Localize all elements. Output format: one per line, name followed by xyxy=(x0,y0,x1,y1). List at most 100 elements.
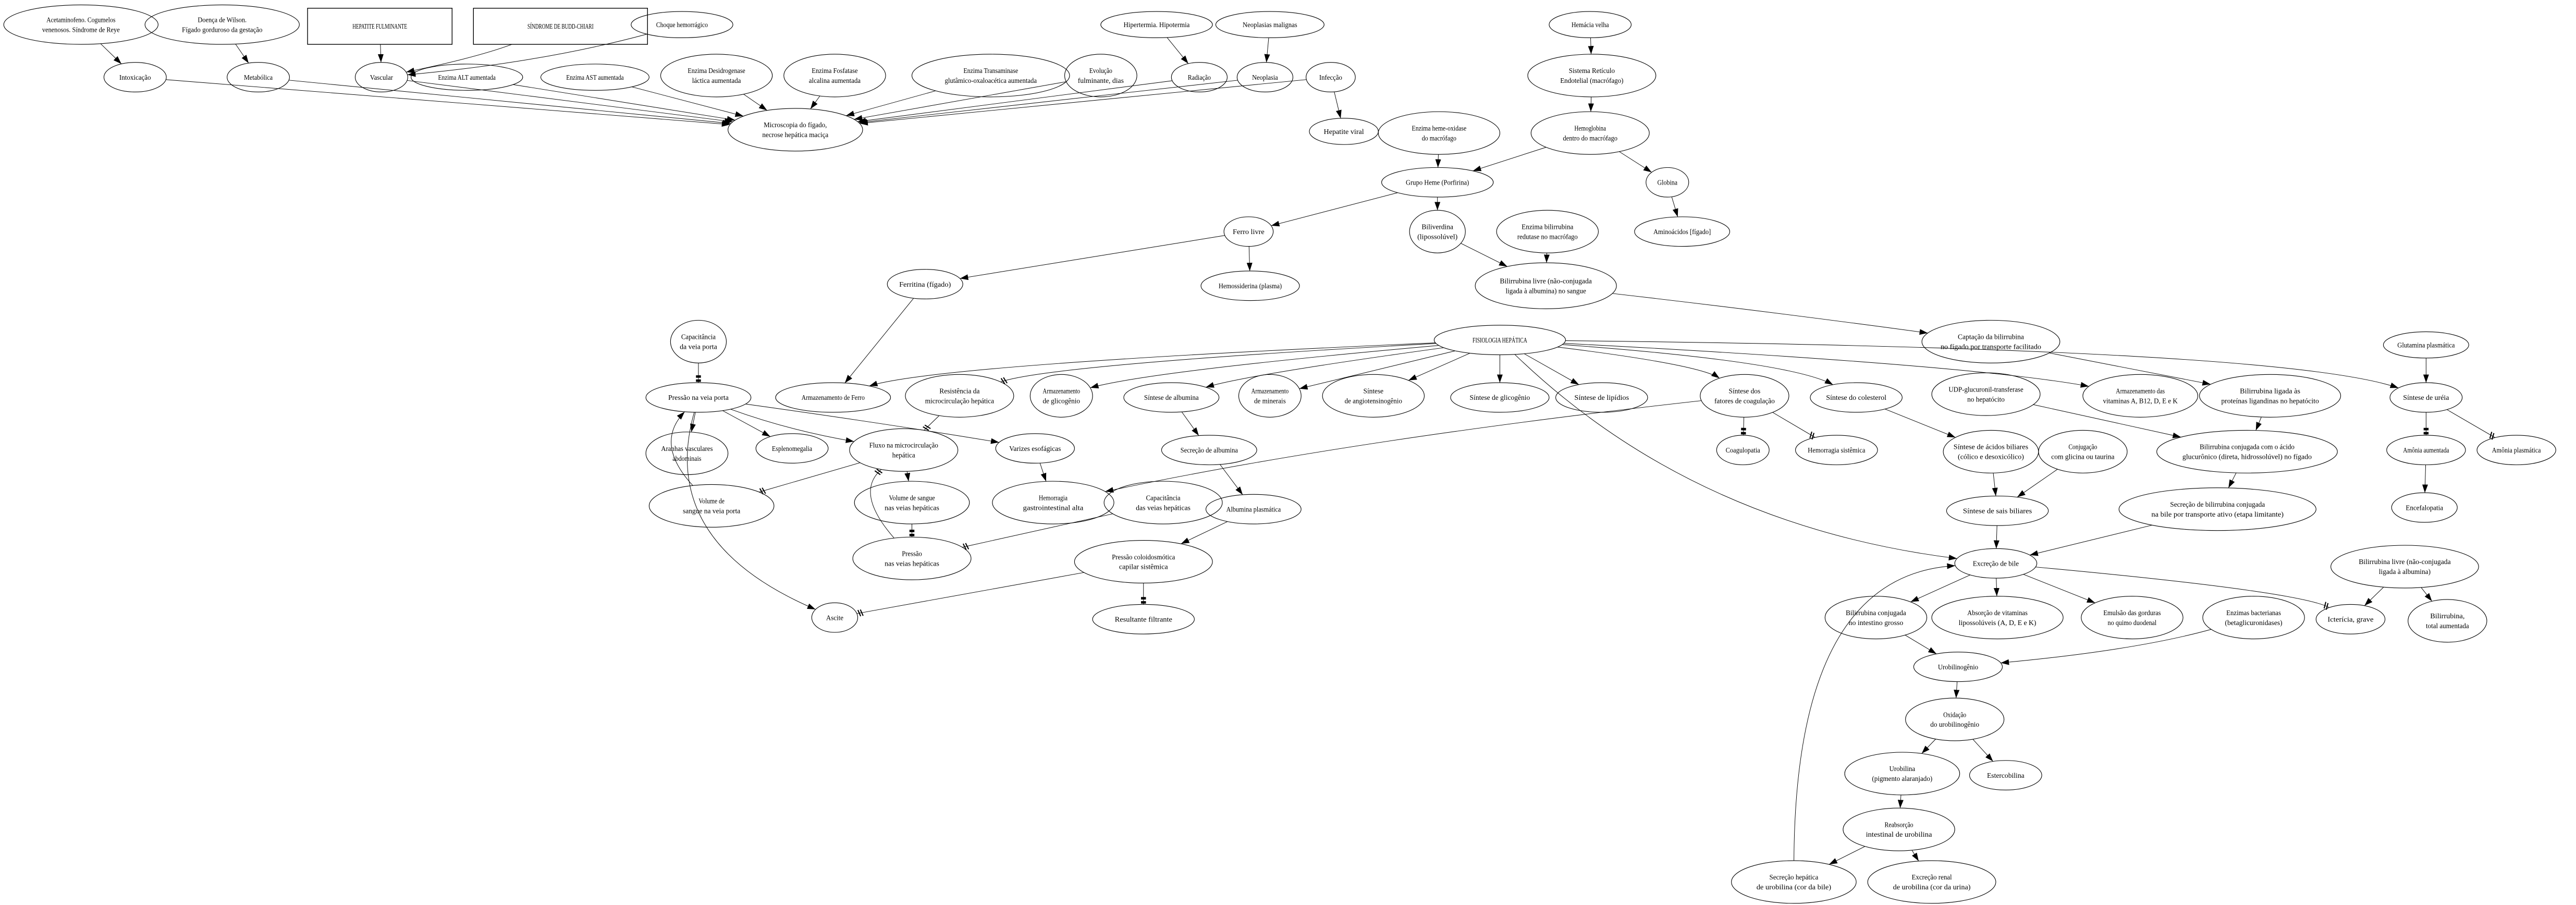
node-bconj[interactable]: Bilirrubina conjugada com o ácidoglucurô… xyxy=(2156,430,2338,473)
node-secalb[interactable]: Secreção de albumina xyxy=(1161,435,1257,466)
node-ascite[interactable]: Ascite xyxy=(811,602,858,633)
node-amaum[interactable]: Amônia aumentada xyxy=(2386,435,2466,466)
node-label: de minerais xyxy=(1254,397,1286,405)
node-hipert[interactable]: Hipertermia. Hipotermia xyxy=(1100,11,1213,39)
node-inf[interactable]: Infecção xyxy=(1306,62,1356,92)
node-hviral[interactable]: Hepatite viral xyxy=(1309,118,1379,145)
node-alt[interactable]: Enzima ALT aumentada xyxy=(411,64,523,91)
node-glut[interactable]: Glutamina plasmática xyxy=(2383,331,2469,359)
edge-ferro-to-ferrit xyxy=(960,235,1225,280)
node-intox[interactable]: Intoxicação xyxy=(103,62,167,92)
node-hemsist[interactable]: Hemorragia sistêmica xyxy=(1795,435,1878,466)
node-sais[interactable]: Síntese de sais biliares xyxy=(1946,495,2049,526)
node-excbile[interactable]: Excreção de bile xyxy=(1954,548,2038,579)
node-choque[interactable]: Choque hemorrágico xyxy=(631,11,733,39)
edge-cvh-to-pvh xyxy=(962,513,1113,550)
node-heme[interactable]: Grupo Heme (Porfirina) xyxy=(1381,167,1494,198)
node-biliv[interactable]: Biliverdina(lipossolúvel) xyxy=(1409,210,1466,253)
node-aferro[interactable]: Armazenamento de Ferro xyxy=(775,382,891,413)
node-fulm[interactable]: HEPATITE FULMINANTE xyxy=(307,8,453,45)
node-sglic[interactable]: Síntese de glicogênio xyxy=(1450,382,1550,413)
node-albpl[interactable]: Albumina plasmática xyxy=(1205,494,1302,524)
node-rad[interactable]: Radiação xyxy=(1171,62,1228,92)
node-esplen[interactable]: Esplenomegalia xyxy=(755,433,829,464)
node-ferro[interactable]: Ferro livre xyxy=(1223,216,1274,247)
node-vasc[interactable]: Vascular xyxy=(354,62,408,92)
node-label: (betaglicuronidases) xyxy=(2225,619,2282,627)
node-slip[interactable]: Síntese de lipídios xyxy=(1555,382,1648,413)
node-icter[interactable]: Icterícia, grave xyxy=(2315,604,2386,634)
node-pvp[interactable]: Pressão na veia porta xyxy=(645,382,752,413)
node-hemos[interactable]: Hemossiderina (plasma) xyxy=(1200,271,1300,301)
node-esterc[interactable]: Estercobilina xyxy=(1969,760,2042,791)
node-budd[interactable]: SÍNDROME DE BUDD-CHIARI xyxy=(473,8,648,45)
node-micro[interactable]: Microscopia do fígado,necrose hepática m… xyxy=(728,108,863,152)
node-urobgen[interactable]: Urobilinogênio xyxy=(1913,652,2003,682)
node-scol[interactable]: Síntese do colesterol xyxy=(1810,382,1903,413)
node-result[interactable]: Resultante filtrante xyxy=(1092,604,1195,634)
node-encef[interactable]: Encefalopatia xyxy=(2391,492,2458,523)
node-coagul[interactable]: Coagulopatia xyxy=(1716,435,1770,466)
node-label: alcalina aumentada xyxy=(809,77,861,84)
node-ellipse-shape xyxy=(670,320,727,363)
node-urob[interactable]: Urobilina(pigmento alaranjado) xyxy=(1844,752,1960,796)
node-acbil[interactable]: Síntese de ácidos biliares(cólico e deso… xyxy=(1943,430,2039,473)
node-variz[interactable]: Varizes esofágicas xyxy=(995,433,1075,464)
node-hemacia[interactable]: Hemácia velha xyxy=(1549,11,1632,39)
node-label: no hepatócito xyxy=(1967,395,2005,403)
node-amplas[interactable]: Amônia plasmática xyxy=(2476,435,2556,466)
node-ferrit[interactable]: Ferritina (fígado) xyxy=(887,269,963,299)
node-enzbac[interactable]: Enzimas bacterianas(betaglicuronidases) xyxy=(2202,596,2305,640)
node-bltot[interactable]: Bilirrubina,total aumentada xyxy=(2408,599,2487,643)
node-glob[interactable]: Globina xyxy=(1646,167,1689,198)
node-tgo[interactable]: Enzima Transaminaseglutâmico-oxaloacétic… xyxy=(911,54,1070,97)
node-neomal[interactable]: Neoplasias malignas xyxy=(1215,11,1324,39)
node-neo[interactable]: Neoplasia xyxy=(1236,62,1294,92)
node-wilson[interactable]: Doença de Wilson.Fígado gorduroso da ges… xyxy=(144,4,300,45)
node-metab[interactable]: Metabólica xyxy=(227,62,290,92)
node-salb[interactable]: Síntese de albumina xyxy=(1123,382,1220,413)
node-fisio[interactable]: FISIOLOGIA HEPÁTICA xyxy=(1433,325,1566,356)
node-ellipse-shape xyxy=(2156,430,2338,473)
node-ast[interactable]: Enzima AST aumentada xyxy=(540,64,649,91)
node-sureia[interactable]: Síntese de uréia xyxy=(2389,382,2463,413)
node-amino[interactable]: Aminoácidos [fígado] xyxy=(1634,216,1731,247)
